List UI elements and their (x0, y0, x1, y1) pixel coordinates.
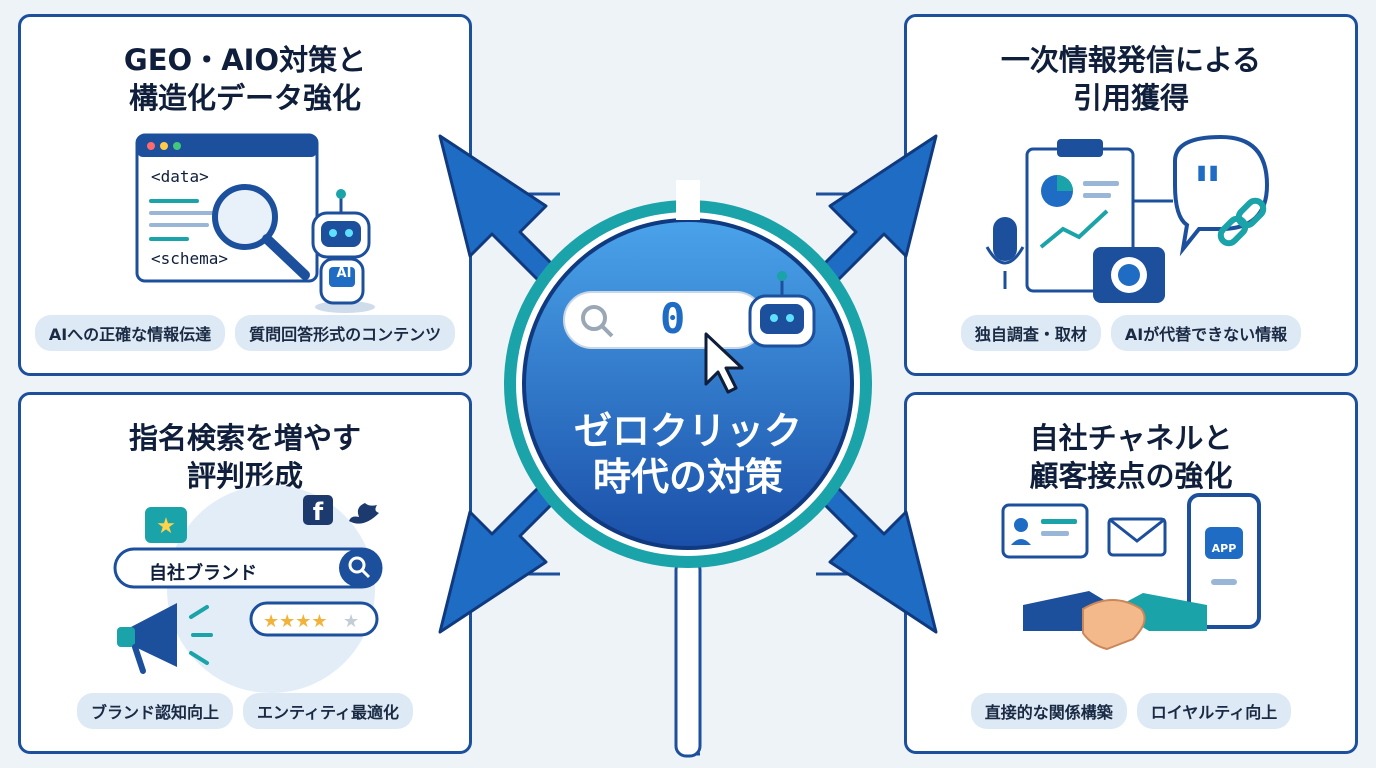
panel-geo-aio: GEO・AIO対策と 構造化データ強化 <data> <schema> AI A… (18, 14, 472, 376)
tag: 独自調査・取材 (960, 315, 1101, 351)
brand-illustration: ★ f ★★★★ ★ (113, 485, 383, 693)
svg-text:": " (1193, 155, 1222, 221)
panel-title: 自社チャネルと 顧客接点の強化 (1029, 421, 1233, 493)
browser-illustration (135, 133, 375, 313)
center-search-value: 0 (660, 294, 686, 343)
svg-text:★: ★ (156, 514, 176, 539)
brand-search-input[interactable]: 自社ブランド (149, 563, 257, 584)
panel-primary-info: 一次情報発信による 引用獲得 " 独自調査・取材 AIが代替できない情報 (904, 14, 1358, 376)
center-title: ゼロクリック 時代の対策 (573, 409, 802, 499)
tag: AIが代替できない情報 (1110, 315, 1302, 351)
code-text-data: <data> (151, 167, 209, 186)
robot-badge: AI (336, 266, 352, 281)
channel-illustration (1001, 493, 1261, 651)
panel-brand-search: 指名検索を増やす 評判形成 ★ f ★★★★ ★ 自社ブランド ブランド認知向上… (18, 392, 472, 754)
report-illustration: " (985, 134, 1270, 303)
code-text-schema: <schema> (151, 249, 229, 268)
svg-text:★: ★ (343, 611, 359, 632)
tag-list: 直接的な関係構築 ロイヤルティ向上 (907, 693, 1355, 729)
svg-text:★★★★: ★★★★ (263, 611, 328, 632)
tag: エンティティ最適化 (242, 693, 414, 729)
panel-own-channels: 自社チャネルと 顧客接点の強化 APP 直接的な関係構築 ロイヤルティ向上 (904, 392, 1358, 754)
tag: ロイヤルティ向上 (1136, 693, 1292, 729)
tag-list: ブランド認知向上 エンティティ最適化 (21, 693, 469, 729)
app-icon-label: APP (1211, 542, 1237, 555)
tag: AIへの正確な情報伝達 (34, 315, 226, 351)
tag-list: AIへの正確な情報伝達 質問回答形式のコンテンツ (21, 315, 469, 351)
panel-title: 一次情報発信による 引用獲得 (1000, 43, 1262, 115)
tag: 質問回答形式のコンテンツ (235, 315, 456, 351)
panel-title: GEO・AIO対策と 構造化データ強化 (123, 43, 367, 115)
tag: ブランド認知向上 (76, 693, 233, 729)
tag-list: 独自調査・取材 AIが代替できない情報 (907, 315, 1355, 351)
tag: 直接的な関係構築 (970, 693, 1127, 729)
svg-text:f: f (313, 498, 324, 526)
